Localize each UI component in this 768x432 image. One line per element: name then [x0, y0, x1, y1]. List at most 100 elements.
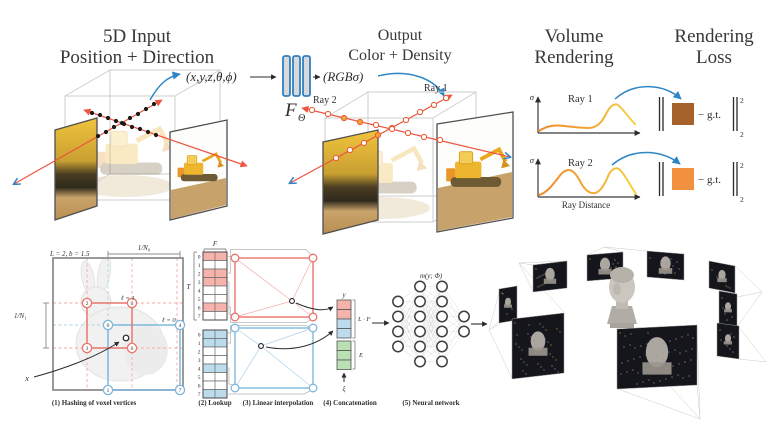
- nn-edge: [441, 331, 465, 362]
- ray-sample-circle: [442, 94, 450, 102]
- photo-marker-dot: [725, 285, 727, 287]
- loss2-subscript: 2: [740, 195, 744, 204]
- photo-marker-dot: [544, 273, 546, 275]
- photo-marker-dot: [527, 333, 529, 335]
- ray-sample-dot: [105, 115, 111, 121]
- nerf-pipeline-figure: 5D Input Position + Direction Output Col…: [14, 26, 754, 235]
- photo-marker-dot: [685, 350, 687, 352]
- output-left-image-plane: [322, 129, 379, 235]
- photo-marker-dot: [621, 362, 623, 364]
- fine-vertex-index: 3: [86, 346, 89, 352]
- query-point: [122, 334, 130, 342]
- camera-image-planes: [498, 250, 740, 390]
- photo-marker-dot: [540, 275, 542, 277]
- photo-marker-dot: [542, 326, 544, 328]
- query-point-arrow: [33, 341, 120, 378]
- photo-marker-dot: [682, 377, 684, 379]
- photo-bust-shoulders: [717, 278, 727, 283]
- frustum-line: [488, 288, 501, 331]
- caption-neural-network: (5) Neural network: [402, 399, 459, 407]
- photo-marker-dot: [550, 344, 552, 346]
- lf-bracket: [352, 299, 356, 339]
- photo-marker-dot: [518, 346, 520, 348]
- output-tuple-label: (RGBσ): [323, 69, 363, 84]
- plot2-to-loss-arrow: [611, 151, 681, 166]
- photo-marker-dot: [668, 269, 670, 271]
- plot1-ray1-label: Ray 1: [568, 94, 593, 105]
- t-label: T: [187, 283, 192, 291]
- input-left-image-plane: [54, 117, 98, 221]
- output-scene-ray1-label: Ray 1: [424, 83, 448, 94]
- nn-node: [392, 295, 404, 308]
- photo-marker-dot: [684, 361, 686, 363]
- photo-bust: [725, 302, 731, 311]
- photo-marker-dot: [675, 338, 677, 340]
- coarse-to-concat-arrow: [265, 330, 334, 350]
- input-title-line1: 5D Input: [103, 26, 172, 47]
- hash-table-index: 7: [198, 392, 201, 398]
- photo-marker-dot: [624, 335, 626, 337]
- hash-table-index: 1: [198, 341, 201, 347]
- ray-sample-dot: [145, 129, 151, 135]
- ray-sample-dot: [89, 110, 95, 116]
- photo-marker-dot: [620, 373, 622, 375]
- nn-edge: [441, 286, 465, 317]
- caption-concatenation: (4) Concatenation: [323, 399, 377, 407]
- coarse-vertices: 0 4 1 7: [102, 319, 186, 396]
- photo-marker-dot: [720, 278, 722, 280]
- rendering-loss: − g.t. 2 2 − g.t. 2 2: [611, 85, 744, 204]
- photo-bust: [599, 257, 611, 272]
- loss-term-1: − g.t. 2 2: [658, 96, 744, 139]
- photo-marker-dot: [729, 310, 731, 312]
- fine-vertex-index: 6: [131, 346, 134, 352]
- photo-marker-dot: [642, 381, 644, 383]
- nn-node: [436, 340, 448, 353]
- xi-label: ξ: [343, 385, 346, 393]
- nn-edge: [397, 286, 421, 332]
- camera-frustum-lines: [488, 246, 767, 420]
- nn-node: [392, 340, 404, 353]
- photo-marker-dot: [716, 276, 718, 278]
- nn-node: [436, 295, 448, 308]
- ray-sample-dot: [137, 126, 143, 132]
- loss2-gt-label: − g.t.: [698, 174, 721, 186]
- photo-marker-dot: [521, 349, 523, 351]
- photo-marker-dot: [730, 333, 732, 335]
- frustum-line: [696, 383, 701, 420]
- frustum-line: [488, 320, 501, 331]
- photo-marker-dot: [690, 359, 692, 361]
- photo-marker-dot: [670, 258, 672, 260]
- mlp-network: [282, 55, 311, 97]
- neural-network-panel: m(y; Φ): [392, 272, 488, 368]
- camera-image-plane: [716, 322, 740, 360]
- central-bust: [607, 267, 637, 328]
- ray-sample-circle: [404, 129, 412, 137]
- mlp-theta-subscript: Θ: [298, 113, 305, 124]
- nn-function-label: m(y; Φ): [420, 272, 443, 280]
- hash-table-index: 2: [198, 349, 201, 355]
- photo-marker-dot: [552, 356, 554, 358]
- photo-marker-dot: [721, 297, 723, 299]
- concatenation-panel: y L · F E ξ: [336, 291, 390, 393]
- ray-sample-dot: [135, 111, 141, 117]
- photo-marker-dot: [627, 360, 629, 362]
- photo-marker-dot: [674, 349, 676, 351]
- nn-node: [436, 325, 448, 338]
- photo-marker-dot: [636, 383, 638, 385]
- photo-marker-dot: [672, 365, 674, 367]
- photo-marker-dot: [619, 332, 621, 334]
- loss-title-line2: Loss: [696, 47, 732, 68]
- volume-title-line1: Volume: [545, 26, 604, 47]
- photo-marker-dot: [630, 333, 632, 335]
- plot2-sigma-label: σ: [530, 155, 535, 165]
- photo-marker-dot: [626, 371, 628, 373]
- ray-sample-circle: [436, 136, 444, 144]
- ray-sample-circle: [308, 106, 316, 114]
- photo-marker-dot: [640, 345, 642, 347]
- photo-marker-dot: [530, 336, 532, 338]
- caption-hashing: (1) Hashing of voxel vertices: [52, 399, 137, 407]
- feature-vector-cells: [336, 299, 352, 370]
- hash-table-index: 3: [198, 358, 201, 364]
